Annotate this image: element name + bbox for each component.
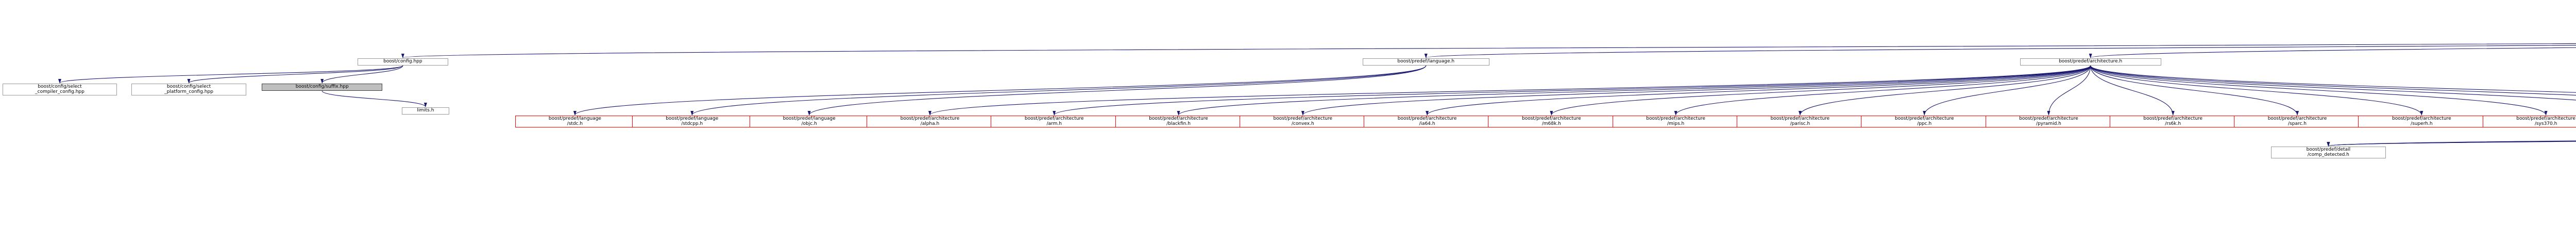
- graph-node[interactable]: boost/predef/architecture /ia64.h: [1364, 116, 1491, 127]
- graph-edge: [1799, 65, 2091, 116]
- graph-edge: [573, 65, 1427, 116]
- graph-edge: [187, 65, 403, 84]
- graph-node[interactable]: boost/predef/architecture /m68k.h: [1488, 116, 1615, 127]
- graph-edge: [1301, 65, 2091, 116]
- graph-node[interactable]: boost/predef/language /stdc.h: [515, 116, 635, 127]
- graph-node[interactable]: boost/predef/language /objc.h: [749, 116, 869, 127]
- graph-edge: [58, 65, 403, 84]
- graph-edge: [1177, 65, 2091, 116]
- graph-node[interactable]: boost/predef/detail /comp_detected.h: [2271, 147, 2386, 158]
- graph-node[interactable]: boost/predef/architecture /pyramid.h: [1985, 116, 2112, 127]
- graph-node[interactable]: boost/predef/architecture /blackfin.h: [1115, 116, 1242, 127]
- graph-node[interactable]: boost/config/select _compiler_config.hpp: [2, 84, 117, 95]
- graph-node[interactable]: boost/predef/architecture /mips.h: [1612, 116, 1739, 127]
- graph-edge: [2047, 65, 2091, 116]
- graph-edge: [320, 65, 403, 84]
- graph-edge: [1426, 65, 2091, 116]
- graph-edge: [1550, 65, 2091, 116]
- graph-node[interactable]: boost/config/select _platform_config.hpp: [131, 84, 246, 95]
- graph-node[interactable]: boost/predef/architecture /ppc.h: [1861, 116, 1988, 127]
- graph-node[interactable]: boost/config.hpp: [357, 58, 448, 66]
- graph-node[interactable]: boost/predef/architecture.h: [2020, 58, 2161, 66]
- graph-node[interactable]: boost/predef/architecture /sys370.h: [2482, 116, 2576, 127]
- graph-edge: [2090, 65, 2576, 101]
- graph-edge: [402, 43, 2576, 58]
- graph-edge: [1674, 65, 2091, 116]
- graph-node[interactable]: boost/predef/language /stdcpp.h: [632, 116, 752, 127]
- graph-node[interactable]: limits.h: [401, 107, 450, 115]
- graph-edge: [2327, 140, 2576, 147]
- graph-edge: [2328, 140, 2576, 147]
- graph-node[interactable]: boost/predef/architecture /arm.h: [991, 116, 1118, 127]
- graph-edge: [2090, 65, 2175, 116]
- graph-edge: [2090, 65, 2576, 96]
- graph-node[interactable]: boost/predef/architecture /rs6k.h: [2109, 116, 2236, 127]
- graph-edge: [2089, 47, 2576, 58]
- graph-node[interactable]: boost/predef/architecture /parisc.h: [1736, 116, 1863, 127]
- graph-edge: [2090, 65, 2299, 116]
- graph-edge: [321, 90, 427, 107]
- graph-node[interactable]: boost/predef/architecture /convex.h: [1239, 116, 1366, 127]
- graph-node[interactable]: boost/predef/architecture /alpha.h: [867, 116, 993, 127]
- graph-edge: [1425, 45, 2576, 58]
- graph-edge: [1053, 65, 2091, 116]
- graph-node[interactable]: boost/predef/architecture /superh.h: [2358, 116, 2485, 127]
- graph-edge: [928, 65, 2091, 116]
- graph-node[interactable]: boost/predef/language.h: [1362, 58, 1489, 66]
- graph-edge: [2090, 65, 2576, 93]
- graph-edge: [2328, 141, 2576, 147]
- graph-edge: [2090, 65, 2424, 116]
- graph-edge: [2328, 141, 2576, 147]
- graph-edge: [2090, 65, 2548, 116]
- graph-edge: [2328, 141, 2576, 147]
- graph-node[interactable]: boost/predef/architecture /sparc.h: [2234, 116, 2361, 127]
- graph-edge: [690, 65, 1427, 116]
- graph-edge: [1923, 65, 2091, 116]
- graph-node[interactable]: boost/config/suffix.hpp: [262, 84, 383, 91]
- graph-edge: [807, 65, 1427, 116]
